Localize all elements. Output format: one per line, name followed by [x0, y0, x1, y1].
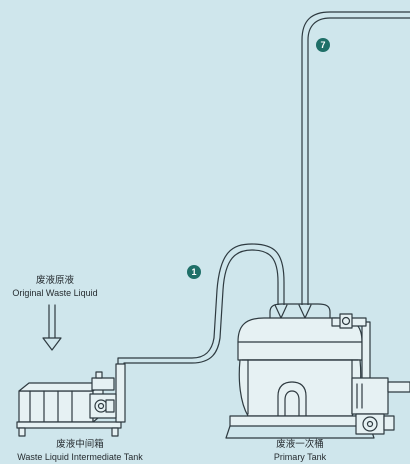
label-intermediate-en: Waste Liquid Intermediate Tank — [17, 452, 143, 462]
route-badge-7: 7 — [316, 38, 330, 52]
label-primary-en: Primary Tank — [273, 452, 327, 462]
arrow-primary-inlet-7 — [298, 304, 312, 319]
intermediate-tank — [16, 363, 126, 437]
label-original-cn: 废液原液 — [35, 275, 74, 286]
arrow-original-waste — [42, 304, 62, 351]
primary-tank-pump — [331, 313, 410, 435]
label-primary-cn: 废液一次桶 — [276, 439, 324, 450]
arrow-primary-inlet-1 — [274, 304, 288, 319]
pipe-route-1 — [117, 243, 288, 365]
pipe-route-7 — [298, 11, 410, 319]
route-badge-1: 1 — [187, 265, 201, 279]
label-intermediate-cn: 废液中间箱 — [56, 439, 104, 450]
label-original-en: Original Waste Liquid — [12, 288, 98, 298]
